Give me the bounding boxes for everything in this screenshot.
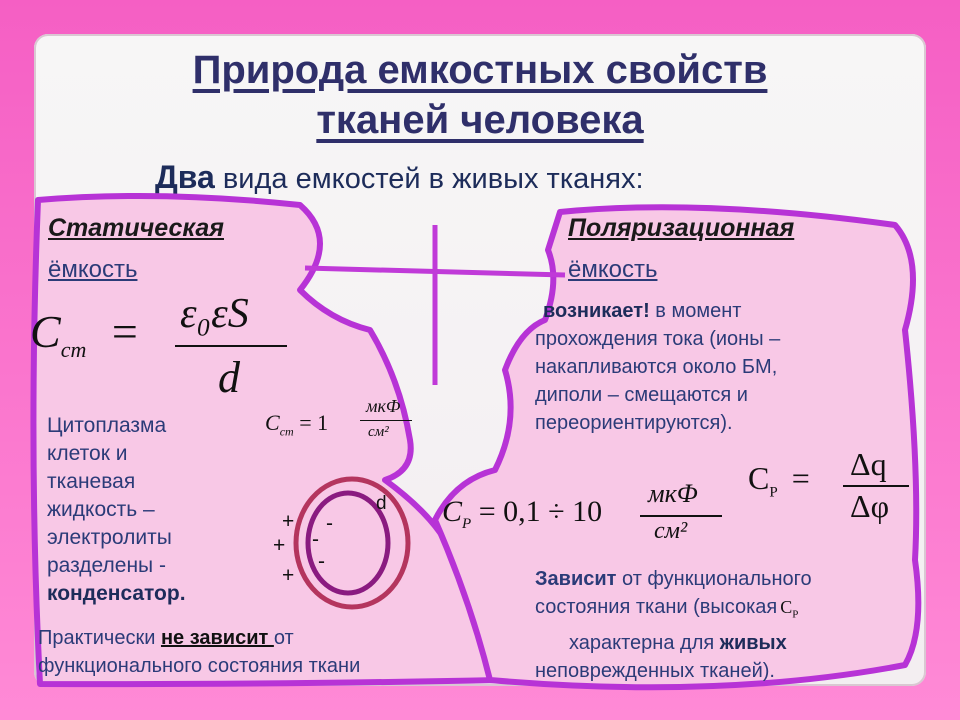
- left-desc-line: Цитоплазма: [47, 414, 167, 437]
- title-line-2: тканей человека: [316, 98, 644, 142]
- right-desc: возникает! в момент прохождения тока (ио…: [535, 297, 780, 437]
- left-desc-line: разделены -: [47, 554, 166, 577]
- note-line2: функционального состояния ткани: [38, 655, 361, 677]
- cst-lhs: C: [30, 306, 61, 357]
- dep-line4: неповрежденных тканей).: [535, 659, 775, 682]
- minus-sign: -: [318, 550, 325, 573]
- left-desc-bold: конденсатор.: [47, 582, 186, 605]
- cell-inner: [305, 490, 391, 596]
- cp-unit-line: [640, 515, 722, 517]
- right-desc-line: переориентируются).: [535, 412, 733, 434]
- cp-def-num: Δq: [850, 446, 887, 482]
- right-desc-line: диполи – смещаются и: [535, 384, 748, 406]
- right-desc-bold: возникает!: [543, 300, 650, 322]
- plus-sign: +: [282, 564, 295, 587]
- note-part2: от: [273, 627, 294, 649]
- small-lhs: C: [265, 410, 280, 435]
- left-desc-line: жидкость –: [47, 498, 155, 521]
- cp-unit-num: мкФ: [648, 479, 698, 508]
- note-bold: не зависит: [160, 627, 274, 649]
- small-unit-line: [360, 420, 412, 421]
- cp-def-den: Δφ: [850, 488, 890, 524]
- small-unit-num: мкФ: [366, 396, 401, 416]
- cst-fraction-line: [175, 345, 287, 347]
- cp-def-sub: P: [769, 484, 778, 501]
- cell-outer: [293, 476, 411, 610]
- right-frame: [432, 204, 922, 691]
- left-heading-2: ёмкость: [48, 256, 138, 283]
- cp-def-eq: =: [791, 460, 810, 496]
- left-heading: Статическая: [48, 214, 224, 242]
- dep-line2: состояния ткани (высокая: [535, 596, 778, 618]
- left-desc: Цитоплазма клеток и тканевая жидкость – …: [47, 412, 186, 608]
- d-label: d: [376, 493, 387, 514]
- cp-def-line: [843, 485, 909, 487]
- connector-horizontal: [304, 265, 566, 278]
- subtitle-bold: Два: [155, 159, 215, 195]
- cst-sub: cm: [60, 337, 87, 363]
- small-sub: cm: [279, 424, 294, 439]
- cst-den: d: [218, 353, 240, 402]
- right-desc-line: накапливаются около БМ,: [535, 356, 778, 378]
- plus-sign: +: [273, 534, 286, 557]
- right-desc-line: прохождения тока (ионы –: [535, 328, 781, 350]
- right-heading-2: ёмкость: [568, 256, 658, 283]
- note-part1: Практически: [38, 627, 161, 649]
- cp-unit-den: см²: [654, 518, 688, 544]
- small-eq: = 1: [299, 410, 329, 435]
- cp-def: CP =: [748, 460, 810, 501]
- cp-range-sub: P: [462, 516, 472, 532]
- left-desc-line: тканевая: [47, 470, 136, 493]
- cp-range-formula: CP = 0,1 ÷ 10: [442, 495, 602, 533]
- dep-line1: от функционального: [616, 568, 812, 590]
- small-formula: Ccm = 1: [265, 410, 328, 439]
- dep-cp-sub: P: [792, 608, 799, 621]
- small-unit-den: см²: [368, 424, 389, 440]
- right-desc-line1: в момент: [649, 300, 742, 322]
- dep-bold: Зависит: [535, 568, 617, 590]
- cp-range-value: = 0,1 ÷ 10: [478, 495, 603, 528]
- dep-line3b: живых: [719, 631, 787, 654]
- cst-num: ε₀εS: [180, 291, 249, 337]
- dep-line3a: характерна для: [569, 631, 720, 654]
- title-line-1: Природа емкостных свойств: [192, 48, 768, 92]
- left-desc-line: электролиты: [47, 526, 172, 549]
- cp-def-lhs: C: [748, 460, 770, 496]
- left-note: Практически не зависит от функциональног…: [38, 624, 360, 680]
- dep-cp-lhs: C: [780, 597, 793, 617]
- minus-sign: -: [326, 512, 333, 535]
- right-heading: Поляризационная: [568, 214, 795, 242]
- left-desc-line: клеток и: [47, 442, 128, 465]
- cst-equals: =: [111, 306, 138, 357]
- minus-sign: -: [312, 528, 319, 551]
- subtitle: Два вида емкостей в живых тканях:: [155, 159, 644, 196]
- subtitle-rest: вида емкостей в живых тканях:: [214, 163, 644, 195]
- plus-sign: +: [282, 510, 295, 533]
- dep-cp-symbol: CP: [780, 597, 798, 621]
- cp-range-lhs: C: [442, 495, 463, 528]
- right-dep: Зависит от функционального состояния тка…: [535, 565, 812, 685]
- cst-formula: Ccm =: [30, 305, 138, 363]
